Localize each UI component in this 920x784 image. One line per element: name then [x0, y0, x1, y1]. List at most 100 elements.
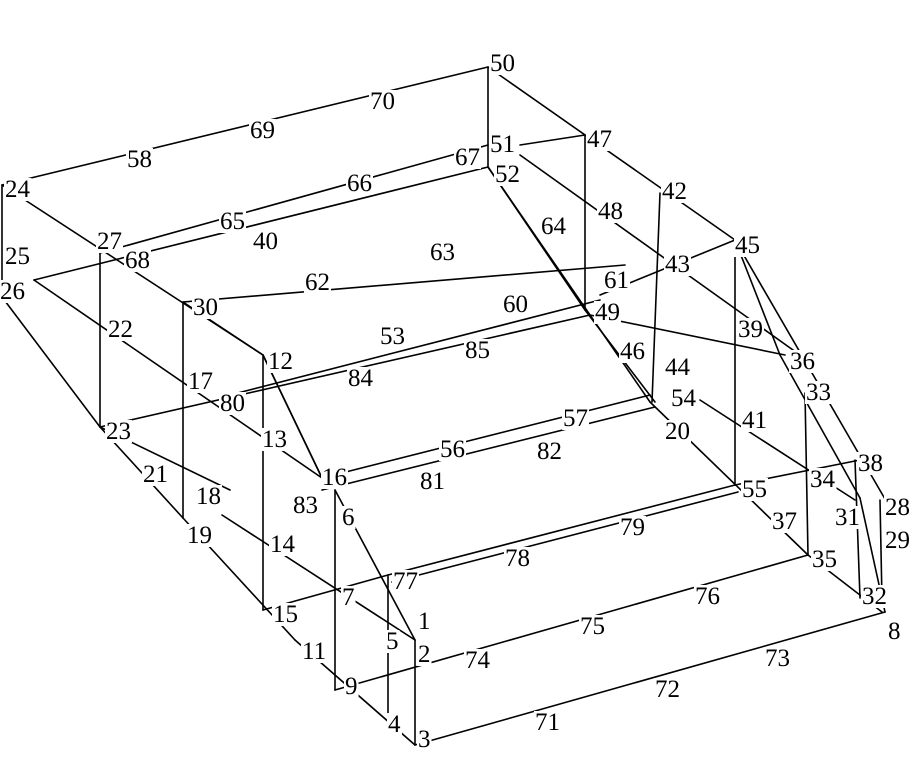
node-label: 49 — [595, 299, 620, 326]
label-background — [502, 293, 529, 316]
node-label: 78 — [505, 545, 530, 572]
node-label: 42 — [662, 178, 687, 205]
label-background — [344, 675, 359, 698]
node-label: 66 — [347, 170, 372, 197]
node-label: 4 — [388, 711, 401, 738]
label-background — [387, 713, 402, 736]
node-label: 2 — [418, 641, 431, 668]
node-label: 11 — [302, 638, 326, 665]
label-background — [126, 148, 153, 171]
label-background — [594, 301, 621, 324]
node-label: 61 — [604, 267, 629, 294]
edge — [804, 392, 809, 556]
node-label: 35 — [812, 546, 837, 573]
node-label: 74 — [465, 647, 491, 674]
label-background — [670, 387, 698, 410]
edge — [589, 314, 786, 356]
node-label: 15 — [273, 601, 298, 628]
node-label: 27 — [97, 228, 122, 255]
node-label: 69 — [250, 117, 275, 144]
node-label: 81 — [420, 468, 445, 495]
edge — [262, 354, 323, 479]
node-label: 13 — [262, 426, 287, 453]
label-background — [597, 200, 624, 223]
node-label: 58 — [127, 146, 152, 173]
label-background — [292, 494, 319, 517]
label-background — [654, 678, 681, 701]
label-background — [454, 146, 481, 169]
edge — [779, 354, 861, 499]
node-label: 82 — [537, 438, 562, 465]
label-background — [534, 711, 561, 734]
label-background — [536, 440, 563, 463]
node-label: 72 — [655, 676, 680, 703]
edge — [487, 166, 586, 311]
label-background — [737, 318, 764, 341]
node-label: 3 — [418, 726, 431, 753]
node-label: 26 — [0, 278, 25, 305]
label-background — [741, 478, 768, 501]
node-label: 6 — [342, 504, 355, 531]
node-label: 32 — [862, 583, 887, 610]
label-background — [261, 428, 288, 451]
label-background — [562, 407, 589, 430]
node-label: 23 — [106, 418, 131, 445]
node-label: 36 — [790, 348, 815, 375]
node-label: 34 — [810, 466, 836, 493]
label-background — [694, 585, 721, 608]
label-background — [489, 52, 516, 75]
edge — [487, 66, 736, 241]
node-label: 31 — [835, 504, 860, 531]
edge — [414, 611, 886, 746]
edge — [229, 299, 601, 396]
label-background — [857, 452, 884, 475]
label-background — [429, 241, 456, 264]
label-background — [4, 178, 32, 201]
node-label: 62 — [305, 269, 330, 296]
label-background — [603, 269, 630, 292]
label-background — [347, 367, 375, 390]
label-background — [805, 381, 832, 404]
label-background — [579, 615, 606, 638]
node-label: 33 — [806, 379, 831, 406]
node-label: 40 — [253, 228, 278, 255]
node-label: 64 — [541, 213, 567, 240]
node-label: 45 — [735, 232, 760, 259]
node-label: 5 — [386, 628, 399, 655]
label-background — [267, 350, 294, 373]
edge — [387, 484, 736, 576]
edge — [391, 491, 739, 583]
node-label: 85 — [465, 337, 490, 364]
node-label: 44 — [665, 354, 691, 381]
node-label: 52 — [495, 161, 520, 188]
node-label: 9 — [345, 673, 358, 700]
node-label: 63 — [430, 239, 455, 266]
label-background — [301, 640, 328, 663]
label-background — [321, 466, 348, 489]
edge — [33, 166, 489, 281]
label-background — [304, 271, 331, 294]
node-label: 18 — [196, 483, 221, 510]
label-background — [107, 318, 134, 341]
label-background — [789, 350, 816, 373]
edge — [321, 394, 651, 479]
label-background — [369, 90, 396, 113]
node-label: 84 — [348, 365, 374, 392]
label-background — [887, 620, 902, 643]
node-label: 8 — [888, 618, 901, 645]
label-background — [664, 356, 692, 379]
label-background — [661, 180, 688, 203]
label-background — [861, 585, 888, 608]
edge — [519, 134, 586, 146]
node-label: 17 — [188, 368, 213, 395]
label-background — [219, 210, 246, 233]
node-label: 7 — [342, 584, 355, 611]
label-background — [219, 392, 246, 415]
label-background — [419, 470, 446, 493]
edge — [879, 499, 883, 601]
edge — [182, 264, 626, 303]
label-background — [464, 339, 491, 362]
node-label: 29 — [885, 527, 910, 554]
node-label: 46 — [620, 338, 645, 365]
node-label: 39 — [738, 316, 763, 343]
